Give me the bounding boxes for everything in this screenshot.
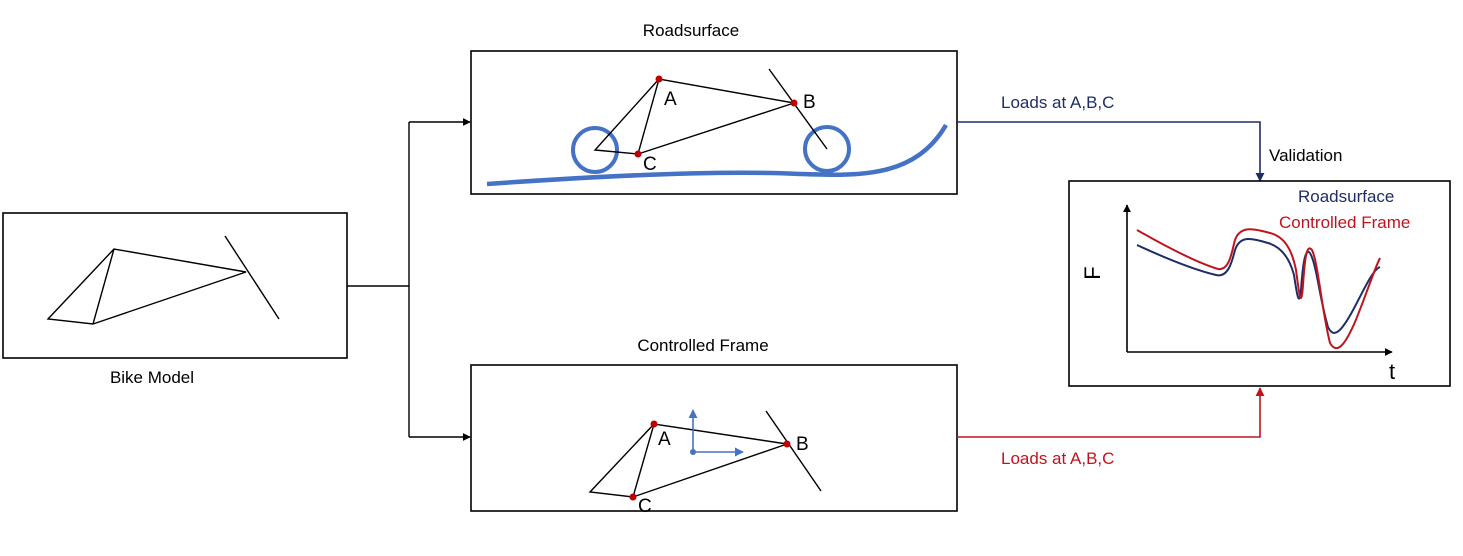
point-a-label: A bbox=[658, 429, 671, 450]
point-b-marker bbox=[790, 99, 798, 107]
controlled-frame-title: Controlled Frame bbox=[637, 336, 768, 355]
loads-label-top: Loads at A,B,C bbox=[1001, 93, 1114, 112]
point-a-label: A bbox=[664, 89, 677, 110]
controlled-frame-frame bbox=[588, 410, 822, 498]
roadsurface-block: Roadsurface A B C bbox=[470, 21, 958, 195]
bike-model-frame bbox=[46, 235, 280, 325]
validation-plot-block: F t Roadsurface Controlled Frame bbox=[1068, 180, 1451, 387]
point-c-label: C bbox=[643, 154, 657, 175]
loads-label-bottom: Loads at A,B,C bbox=[1001, 449, 1114, 468]
loads-connector-top: Loads at A,B,C Validation bbox=[957, 93, 1342, 182]
splitter-connector bbox=[347, 118, 471, 441]
controlled-frame-block: Controlled Frame A B C bbox=[470, 336, 958, 517]
loads-connector-bottom: Loads at A,B,C bbox=[957, 387, 1265, 468]
roadsurface-frame bbox=[593, 68, 828, 155]
legend-roadsurface: Roadsurface bbox=[1298, 187, 1394, 206]
point-a-marker bbox=[655, 75, 663, 83]
point-b-marker bbox=[783, 440, 791, 448]
point-b-label: B bbox=[796, 434, 809, 455]
front-wheel-icon bbox=[803, 125, 851, 173]
bike-model-label: Bike Model bbox=[110, 368, 194, 387]
legend-controlled-frame: Controlled Frame bbox=[1279, 213, 1410, 232]
point-a-marker bbox=[650, 420, 658, 428]
point-c-marker bbox=[629, 493, 637, 501]
bike-model-box bbox=[2, 212, 348, 359]
roadsurface-series-line bbox=[1136, 238, 1381, 334]
roadsurface-title: Roadsurface bbox=[643, 21, 739, 40]
road-surface-curve bbox=[486, 123, 948, 187]
point-b-label: B bbox=[803, 92, 816, 113]
controlled-frame-box bbox=[470, 364, 958, 512]
point-c-label: C bbox=[638, 496, 652, 517]
validation-plot-box bbox=[1068, 180, 1451, 387]
coordinate-axes-icon bbox=[688, 409, 744, 457]
rear-wheel-icon bbox=[571, 126, 619, 174]
plot-y-label: F bbox=[1080, 266, 1105, 279]
validation-label: Validation bbox=[1269, 146, 1342, 165]
point-c-marker bbox=[634, 150, 642, 158]
controlled-frame-series-line bbox=[1136, 228, 1381, 350]
plot-x-label: t bbox=[1389, 359, 1395, 384]
bike-model-block: Bike Model bbox=[2, 212, 348, 387]
